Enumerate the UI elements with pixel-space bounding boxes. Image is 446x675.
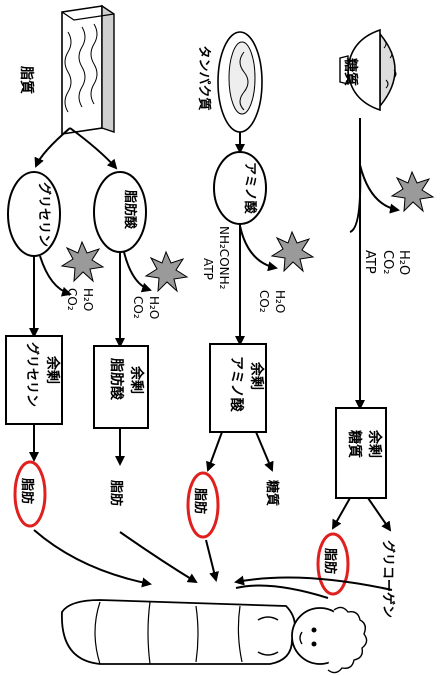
output-fat-protein: 脂肪 bbox=[192, 487, 208, 514]
arrow-sugar-to-fat bbox=[333, 498, 350, 528]
source-label-protein: タンパク質 bbox=[196, 45, 212, 110]
output-fat-sugar: 脂肪 bbox=[322, 547, 338, 574]
byproduct-sugar-1: H₂O bbox=[396, 250, 411, 275]
arrow-sugar-to-glycogen bbox=[368, 498, 390, 530]
box-excess-fatty-line1: 余剰 bbox=[128, 365, 145, 394]
node-amino-acid bbox=[214, 152, 266, 224]
meat-icon bbox=[218, 32, 262, 132]
arrow-fat-split-fatty bbox=[70, 128, 116, 168]
arrow-amino-byproduct bbox=[240, 226, 276, 268]
burst-icon bbox=[392, 172, 433, 211]
byproduct-glycerin-2: CO₂ bbox=[65, 288, 79, 311]
label-glycerin: グリセリン bbox=[36, 182, 52, 247]
box-excess-glycerin-line2: グリセリン bbox=[24, 342, 40, 407]
output-sugar-from-amino: 糖質 bbox=[264, 480, 280, 506]
box-excess-fatty-line2: 脂肪酸 bbox=[108, 357, 125, 401]
box-excess-amino-line2: アミノ酸 bbox=[228, 356, 245, 413]
byproduct-sugar-2: CO₂ bbox=[380, 250, 395, 275]
byproduct-protein-3: NH₂CONH₂ bbox=[217, 226, 231, 290]
arrow-sugar-byproduct bbox=[360, 165, 398, 210]
byproduct-protein-2: CO₂ bbox=[257, 290, 271, 313]
box-excess-sugar-line2: 糖質 bbox=[346, 430, 363, 458]
arrow-converge-3 bbox=[206, 540, 216, 580]
box-excess-amino-line1: 余剰 bbox=[248, 361, 265, 390]
byproduct-fatty-2: CO₂ bbox=[131, 296, 145, 319]
byproduct-protein-4: ATP bbox=[201, 258, 215, 280]
box-excess-sugar-line1: 余剰 bbox=[366, 429, 383, 458]
label-fatty-acid: 脂肪酸 bbox=[122, 189, 138, 230]
source-label-fat: 脂質 bbox=[18, 65, 35, 94]
byproduct-fatty-1: H₂O bbox=[147, 296, 161, 319]
byproduct-glycerin-1: H₂O bbox=[81, 288, 95, 311]
node-fatty-acid bbox=[94, 172, 146, 252]
box-excess-glycerin-line1: 余剰 bbox=[44, 355, 61, 384]
output-fat-glycerin: 脂肪 bbox=[19, 477, 35, 504]
burst-icon bbox=[146, 252, 187, 291]
arrow-amino-to-sugar bbox=[256, 432, 272, 470]
arrow-converge-2 bbox=[236, 586, 328, 598]
byproduct-sugar-3: ATP bbox=[362, 250, 377, 274]
byproduct-protein-1: H₂O bbox=[273, 290, 287, 313]
output-fat-fatty: 脂肪 bbox=[108, 479, 124, 506]
fat-block-icon bbox=[62, 6, 114, 134]
person-icon bbox=[62, 600, 367, 673]
output-glycogen: グリコーゲン bbox=[380, 540, 396, 618]
node-glycerin bbox=[8, 172, 60, 256]
label-amino-acid: アミノ酸 bbox=[242, 162, 258, 215]
arrow-converge-4 bbox=[120, 532, 196, 582]
source-label-sugar: 糖質 bbox=[342, 58, 359, 86]
arrow-fatty-byproduct bbox=[124, 252, 150, 290]
burst-icon bbox=[272, 232, 313, 271]
arrow-amino-to-fat bbox=[208, 432, 222, 470]
arrow-converge-5 bbox=[34, 530, 150, 584]
arrow-fat-split-glycerin bbox=[36, 128, 70, 166]
burst-icon bbox=[62, 242, 103, 281]
arrow-converge-1 bbox=[236, 578, 392, 591]
arrow-sugar-byproduct-2 bbox=[350, 165, 360, 232]
